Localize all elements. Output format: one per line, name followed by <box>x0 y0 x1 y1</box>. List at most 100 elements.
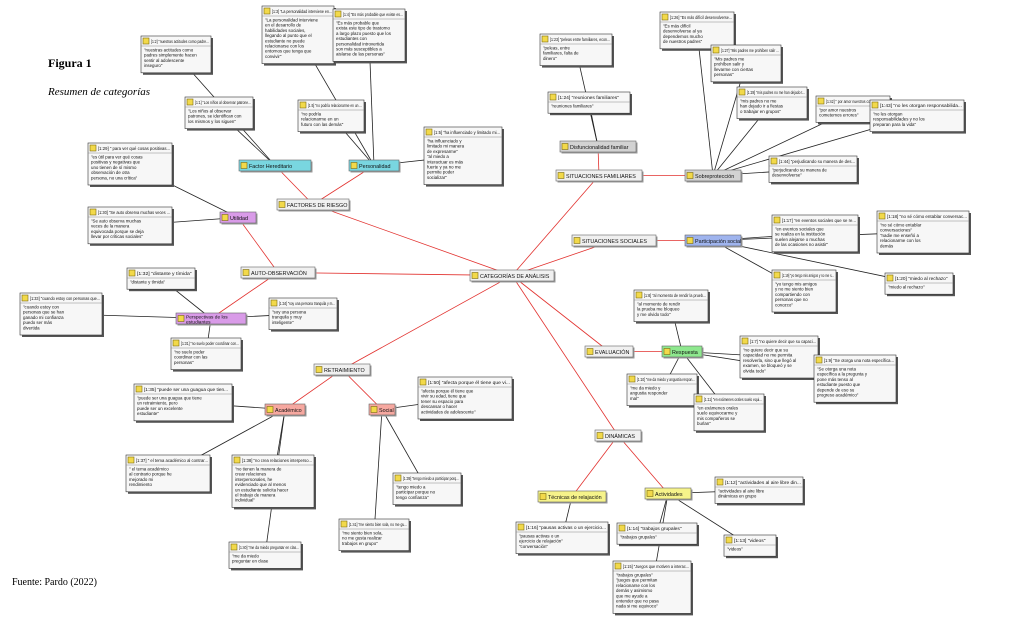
code-node-box <box>684 234 742 247</box>
code-node-box <box>661 345 703 358</box>
code-node-ss[interactable]: SITUACIONES SOCIALES <box>571 234 658 248</box>
quote-node-q135[interactable]: [1:35] "puede ser una guagua que tien...… <box>133 383 234 423</box>
code-node-fr[interactable]: FACTORES DE RIESGO <box>276 198 351 212</box>
quote-header: [1:1] "Los niños al observar patrone... <box>195 100 251 105</box>
quote-node-q116[interactable]: [1:16] "pausas activas o un ejercicio...… <box>515 521 610 556</box>
quote-line: "nadie me enseñó a <box>880 233 919 238</box>
code-icon <box>539 493 547 500</box>
code-node-df[interactable]: Disfuncionalidad familiar <box>559 140 638 154</box>
quote-node-q112[interactable]: [1:12] "actividades al aire libre din...… <box>714 476 805 506</box>
quote-node-q132[interactable]: [1:32] "distante y tímida""distante y tí… <box>126 267 197 292</box>
quote-node-q130[interactable]: [1:30] "Se auto observa muchas veces ...… <box>87 206 174 246</box>
code-node-acad[interactable]: Académico <box>264 403 307 417</box>
quote-line: exista este tipo de trastorno <box>336 26 390 31</box>
quote-box <box>140 35 212 74</box>
quote-node-q111[interactable]: [1:11] "en exámenes orales suelo equi...… <box>693 393 766 433</box>
code-label: Actividades <box>655 492 683 498</box>
quote-header: [1:7] "no quiere decir que su capaci... <box>750 339 816 344</box>
quote-node-q118[interactable]: [1:18] "no sé cómo entablar conversac...… <box>876 210 971 255</box>
quote-node-q134[interactable]: [1:34] "soy una persona tranquila y m...… <box>268 297 339 332</box>
quote-node-q129[interactable]: [1:29] " para ver qué cosas positivas...… <box>87 142 174 187</box>
code-node-box <box>684 169 742 182</box>
quote-line: "Es más difícil <box>663 24 690 29</box>
quote-line: "soy una persona <box>272 310 307 315</box>
quote-node-q14[interactable]: [1:4] "Es más probable que existe es..."… <box>332 8 407 64</box>
code-node-sob[interactable]: Sobreprotección <box>684 169 743 183</box>
quote-line: demás <box>880 243 894 248</box>
code-label: CATEGORÍAS DE ANÁLISIS <box>480 273 550 280</box>
quote-node-q120[interactable]: [1:20] "miedo al rechazo""miedo al recha… <box>884 272 955 297</box>
quote-node-q127[interactable]: [1:27] "Mis padres me prohíben salir ...… <box>710 44 783 84</box>
code-node-pers[interactable]: Personalidad <box>348 159 401 173</box>
code-node-sf[interactable]: SITUACIONES FAMILIARES <box>555 169 644 183</box>
quote-node-q126[interactable]: [1:26] "Es más difícil desenvolverse..."… <box>659 11 736 51</box>
link-ps-q120 <box>712 239 920 285</box>
quote-line: los mismos y los siguen" <box>188 119 236 124</box>
quote-node-q15[interactable]: [1:5] "ha influenciado y limitado mi..."… <box>423 126 504 187</box>
code-node-tr[interactable]: Técnicas de relajación <box>537 490 608 504</box>
quote-box <box>87 206 173 245</box>
quote-node-q19[interactable]: [1:9] "Se otorga una nota específica..."… <box>813 354 898 405</box>
quote-line: ejercicio de relajación" <box>519 539 563 544</box>
quote-icon <box>770 157 778 165</box>
code-node-ret[interactable]: RETRAIMIENTO <box>313 363 372 377</box>
quote-node-q141[interactable]: [1:41] "me siento bien sola, no me gu...… <box>338 518 411 553</box>
quote-box <box>813 354 897 403</box>
quote-node-q114[interactable]: [1:14] "trabajos grupales""trabajos grup… <box>616 522 699 547</box>
code-node-fh[interactable]: Factor Hereditario <box>238 159 313 173</box>
quote-node-q143[interactable]: [1:43] "no les otorgan responsabilida...… <box>869 99 966 134</box>
quote-box <box>771 269 837 313</box>
quote-node-q140[interactable]: [1:40] "me da miedo preguntar en clas...… <box>228 541 303 571</box>
quote-node-q110[interactable]: [1:10] "me da miedo y angustia respon...… <box>626 373 699 408</box>
quote-box <box>228 541 302 569</box>
quote-node-q123[interactable]: [1:23] "peleas entre familiares, econ...… <box>539 33 614 68</box>
quote-box <box>332 8 406 62</box>
quote-icon <box>334 10 342 18</box>
quote-line: "puede ser una guagua que tiene <box>137 396 202 401</box>
quote-node-q115[interactable]: [1:15] "Juegos que motiven a interac..."… <box>612 560 693 616</box>
quote-node-q133[interactable]: [1:33] "cuando estoy con personas que...… <box>19 292 104 337</box>
code-node-act[interactable]: Actividades <box>644 487 693 501</box>
quote-line: observación de otra <box>91 170 130 175</box>
quote-node-q138[interactable]: [1:38] "no crea relaciones interperso...… <box>231 454 316 510</box>
quote-node-q144[interactable]: [1:44] "perjudicando su manera de des...… <box>768 155 859 185</box>
quote-header: [1:18] "no sé cómo entablar conversac... <box>887 214 967 219</box>
code-node-util[interactable]: Utilidad <box>219 211 258 225</box>
code-node-resp[interactable]: Respuesta <box>661 345 704 359</box>
quote-box <box>423 126 503 185</box>
code-node-ps[interactable]: Participación social <box>684 234 743 248</box>
code-node-soc[interactable]: Social <box>368 403 397 417</box>
code-label: Participación social <box>695 239 741 245</box>
code-node-ao[interactable]: AUTO-OBSERVACIÓN <box>240 266 317 280</box>
quote-node-q13[interactable]: [1:3] "La personalidad interviene en..."… <box>261 5 336 66</box>
quote-node-q150[interactable]: [1:50] "afecta porque él tiene que vi...… <box>417 376 514 421</box>
quote-line: no me gusta realizar <box>342 536 382 541</box>
quote-line: prohíben salir y <box>714 62 745 67</box>
quote-line: inseguro" <box>144 63 163 68</box>
quote-node-q18[interactable]: [1:8] "al momento de rendir la prueb..."… <box>633 289 710 324</box>
quote-node-q119[interactable]: [1:19] "yo tengo mis amigos y no me s...… <box>771 269 838 314</box>
quote-header: [1:33] "cuando estoy con personas que... <box>30 296 100 301</box>
quote-node-q17[interactable]: [1:7] "no quiere decir que su capaci..."… <box>739 335 820 380</box>
code-node-box <box>348 159 400 172</box>
code-label: FACTORES DE RIESGO <box>287 203 347 209</box>
quote-node-q124[interactable]: [1:24] "reuniones familiares""reuniones … <box>547 91 632 116</box>
code-node-cat[interactable]: CATEGORÍAS DE ANÁLISIS <box>469 269 556 283</box>
quote-node-q137[interactable]: [1:37] " el tema académico al contrar...… <box>125 454 212 494</box>
quote-node-q12[interactable]: [1:2] "nuestras actitudes como padre..."… <box>140 35 213 75</box>
code-icon <box>350 162 358 169</box>
code-node-ev[interactable]: EVALUACIÓN <box>584 345 635 359</box>
code-node-din[interactable]: DINÁMICAS <box>594 429 643 443</box>
quote-node-q131[interactable]: [1:31] "no suelo poder coordinar con..."… <box>170 337 243 372</box>
quote-node-q128[interactable]: [1:28] "mis padres no me han dejado t...… <box>736 86 809 121</box>
quote-node-q11[interactable]: [1:1] "Los niños al observar patrone..."… <box>184 96 255 131</box>
quote-node-q139[interactable]: [1:39] "tengo miedo a participar porq...… <box>392 472 463 507</box>
quote-node-q113[interactable]: [1:13] "videos""videos" <box>723 534 778 559</box>
quote-node-q117[interactable]: [1:17] "en eventos sociales que se re...… <box>771 214 860 254</box>
quote-line: en el desarrollo de <box>265 23 302 28</box>
code-node-box <box>594 429 642 442</box>
quote-node-q16[interactable]: [1:6] "no podría relacionarme en un ..."… <box>297 99 366 134</box>
quote-line: relacionarse con los <box>616 583 656 588</box>
quote-icon <box>886 274 894 282</box>
